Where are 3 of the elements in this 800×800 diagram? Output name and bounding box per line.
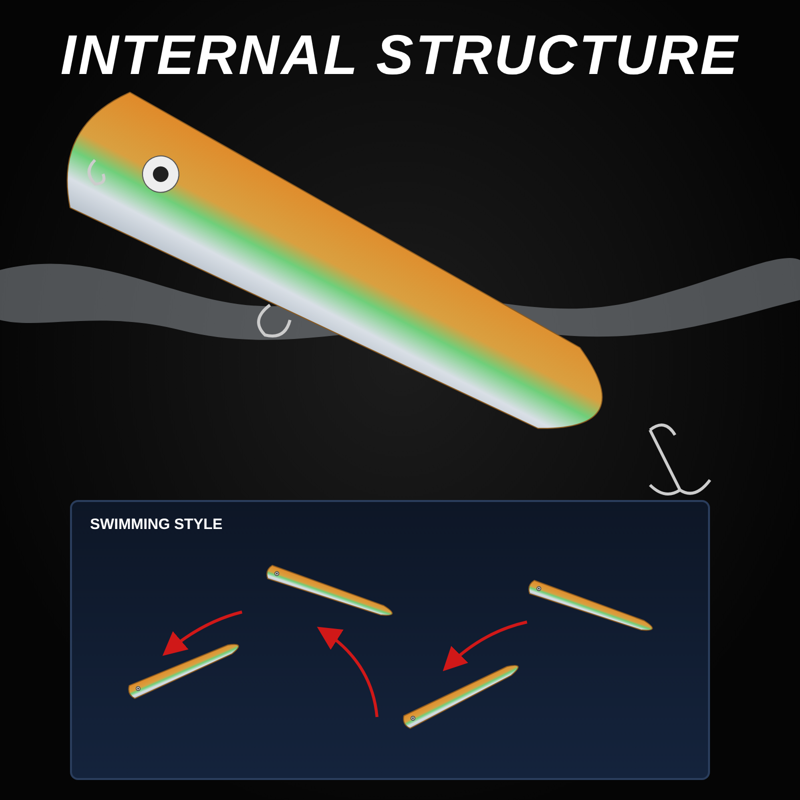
title: INTERNAL STRUCTURE	[60, 22, 740, 87]
info-panel	[70, 500, 710, 780]
panel-heading: SWIMMING STYLE	[90, 516, 222, 533]
